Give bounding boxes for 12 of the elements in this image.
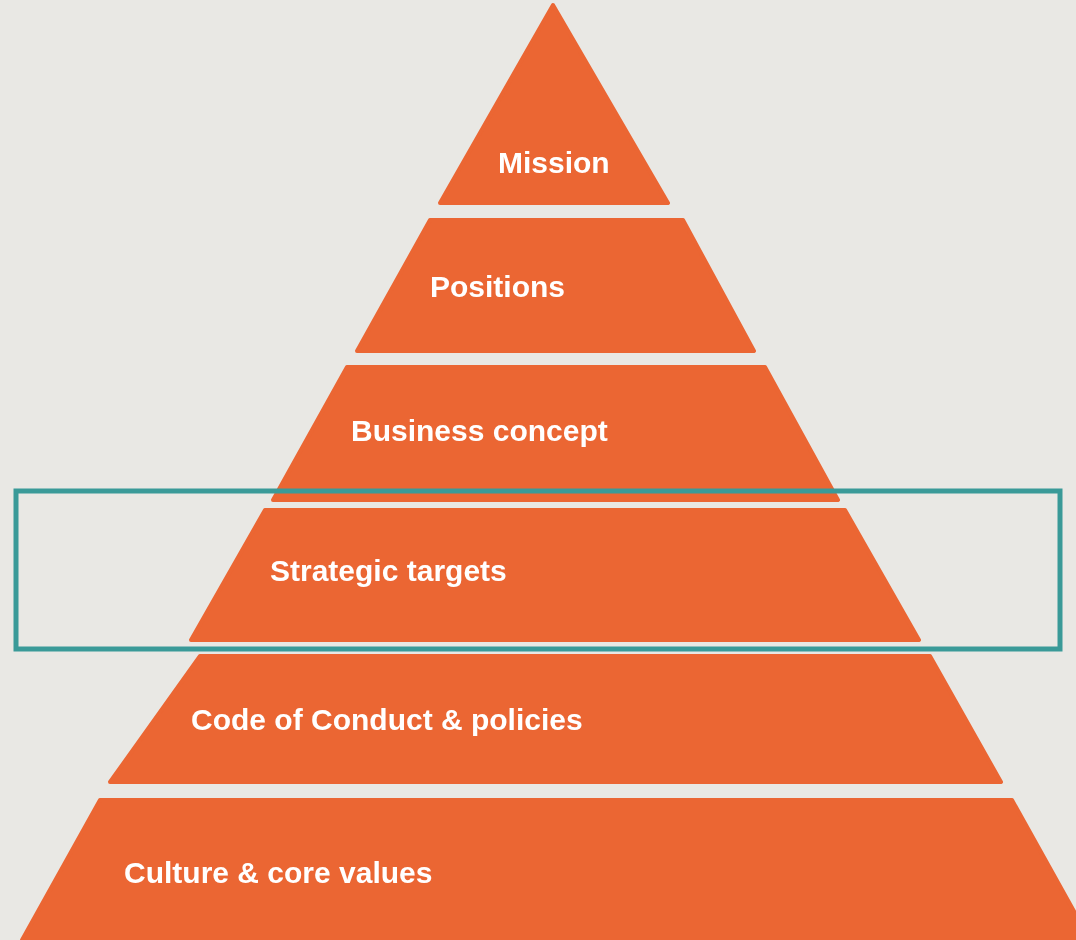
pyramid-tier — [22, 800, 1076, 940]
pyramid-tier — [440, 5, 668, 203]
tier-label: Culture & core values — [124, 858, 433, 888]
tier-label: Strategic targets — [270, 556, 507, 586]
pyramid-tier — [273, 367, 838, 500]
pyramid-tier — [357, 220, 754, 351]
tier-label: Business concept — [351, 416, 608, 446]
pyramid-tier — [191, 510, 919, 640]
tier-label: Code of Conduct & policies — [191, 705, 583, 735]
pyramid-tier — [110, 656, 1001, 782]
tier-label: Mission — [498, 148, 610, 178]
tier-label: Positions — [430, 272, 565, 302]
